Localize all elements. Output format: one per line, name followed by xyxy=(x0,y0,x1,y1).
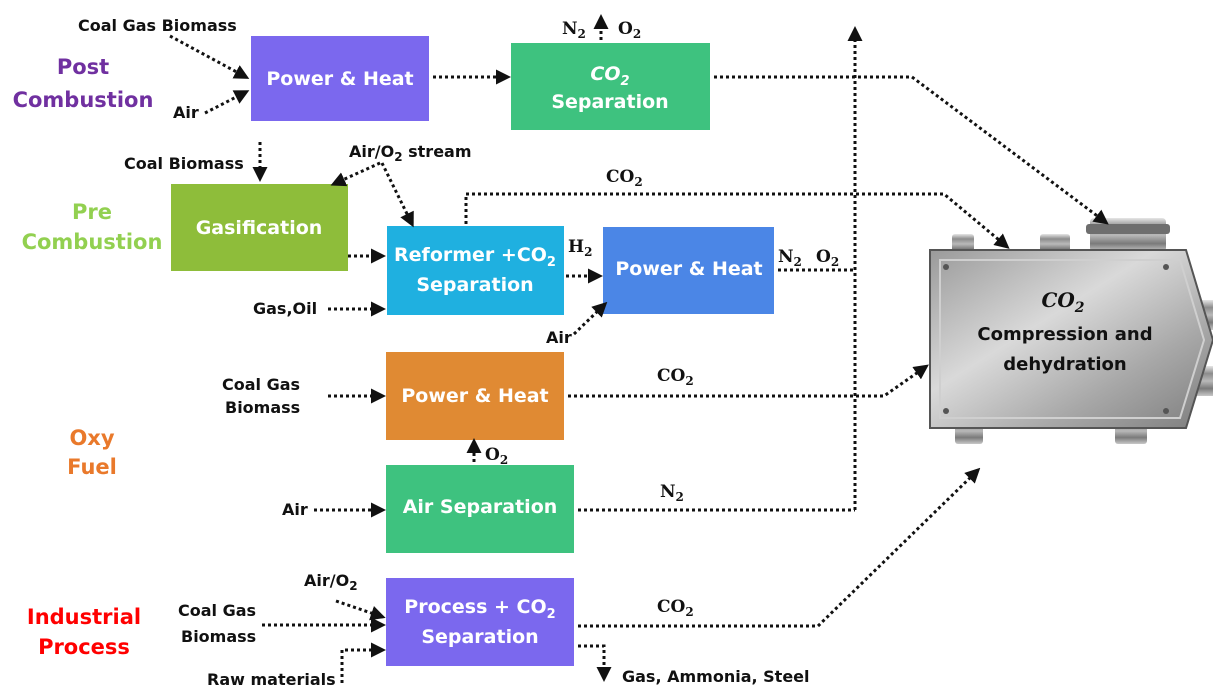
flow-o2-oxy: O2 xyxy=(485,445,508,467)
flow-h2: H2 xyxy=(568,237,592,259)
compressor-title: CO2 xyxy=(1041,288,1084,316)
oxy-label-2: Fuel xyxy=(67,455,117,479)
compressor-line-2: dehydration xyxy=(1003,354,1127,375)
pre-label-1: Pre xyxy=(72,200,112,224)
input-air-post: Air xyxy=(173,103,199,122)
svg-text:Reformer +CO2: Reformer +CO2 xyxy=(394,244,556,270)
input-biomass-oxy: Biomass xyxy=(225,398,300,417)
input-air-oxy: Air xyxy=(282,500,308,519)
industrial-label-1: Industrial xyxy=(27,605,141,629)
oxy-label-1: Oxy xyxy=(69,426,114,450)
post-label-2: Combustion xyxy=(13,88,154,112)
svg-text:Power & Heat: Power & Heat xyxy=(401,385,548,407)
svg-text:Process + CO2: Process + CO2 xyxy=(404,596,555,622)
svg-text:Air Separation: Air Separation xyxy=(403,496,558,518)
category-pre-combustion: Pre Combustion xyxy=(22,200,163,254)
flow-n2-mid: N2 xyxy=(778,247,802,269)
industrial-label-2: Process xyxy=(38,635,130,659)
box-reformer: Reformer +CO2 Separation xyxy=(387,226,564,315)
flow-lines xyxy=(169,14,1109,683)
flow-co2-oxy: CO2 xyxy=(657,366,694,388)
input-labels: Coal Gas Biomass Air Coal Biomass Air/O2… xyxy=(78,16,572,689)
category-industrial-process: Industrial Process xyxy=(27,605,141,659)
flow-n2-air: N2 xyxy=(660,482,684,504)
input-air-o2-stream: Air/O2 stream xyxy=(349,142,472,164)
svg-text:Separation: Separation xyxy=(416,274,533,296)
box-power-heat-pre: Power & Heat xyxy=(603,227,774,314)
svg-text:CO2: CO2 xyxy=(590,63,629,89)
box-power-heat-post: Power & Heat xyxy=(251,36,429,121)
box-power-heat-oxy: Power & Heat xyxy=(386,352,564,440)
svg-text:Gasification: Gasification xyxy=(196,217,323,239)
input-gas-oil: Gas,Oil xyxy=(253,299,317,318)
compressor-illustration: CO2 Compression and dehydration xyxy=(929,218,1213,444)
box-process-separation: Process + CO2 Separation xyxy=(386,578,574,666)
svg-text:Power & Heat: Power & Heat xyxy=(615,258,762,280)
compressor-line-1: Compression and xyxy=(977,324,1152,345)
pre-label-2: Combustion xyxy=(22,230,163,254)
flow-gas-ammonia-steel: Gas, Ammonia, Steel xyxy=(622,667,810,686)
flow-o2-mid: O2 xyxy=(816,247,839,269)
box-co2-separation: CO2 Separation xyxy=(511,43,710,130)
input-biomass-industrial: Biomass xyxy=(181,627,256,646)
input-coal-gas-oxy: Coal Gas xyxy=(222,375,300,394)
category-oxy-fuel: Oxy Fuel xyxy=(67,426,117,479)
flow-labels: N2 O2 CO2 H2 N2 O2 CO2 O2 N2 CO2 Gas, Am… xyxy=(485,19,839,686)
input-coal-gas-biomass-post: Coal Gas Biomass xyxy=(78,16,237,35)
svg-text:Separation: Separation xyxy=(551,91,668,113)
flow-co2-industrial: CO2 xyxy=(657,597,694,619)
input-coal-gas-industrial: Coal Gas xyxy=(178,601,256,620)
svg-text:Separation: Separation xyxy=(421,626,538,648)
box-air-separation: Air Separation xyxy=(386,465,574,553)
svg-text:Power & Heat: Power & Heat xyxy=(266,68,413,90)
input-air-pre: Air xyxy=(546,328,572,347)
post-label-1: Post xyxy=(57,55,109,79)
input-coal-biomass: Coal Biomass xyxy=(124,154,244,173)
flow-co2-pre: CO2 xyxy=(606,167,643,189)
flow-n2-top: N2 xyxy=(562,19,586,41)
box-gasification: Gasification xyxy=(171,184,348,271)
category-post-combustion: Post Combustion xyxy=(13,55,154,112)
input-raw-materials: Raw materials xyxy=(207,670,336,689)
input-air-o2-industrial: Air/O2 xyxy=(304,571,358,593)
flow-o2-top: O2 xyxy=(618,19,641,41)
